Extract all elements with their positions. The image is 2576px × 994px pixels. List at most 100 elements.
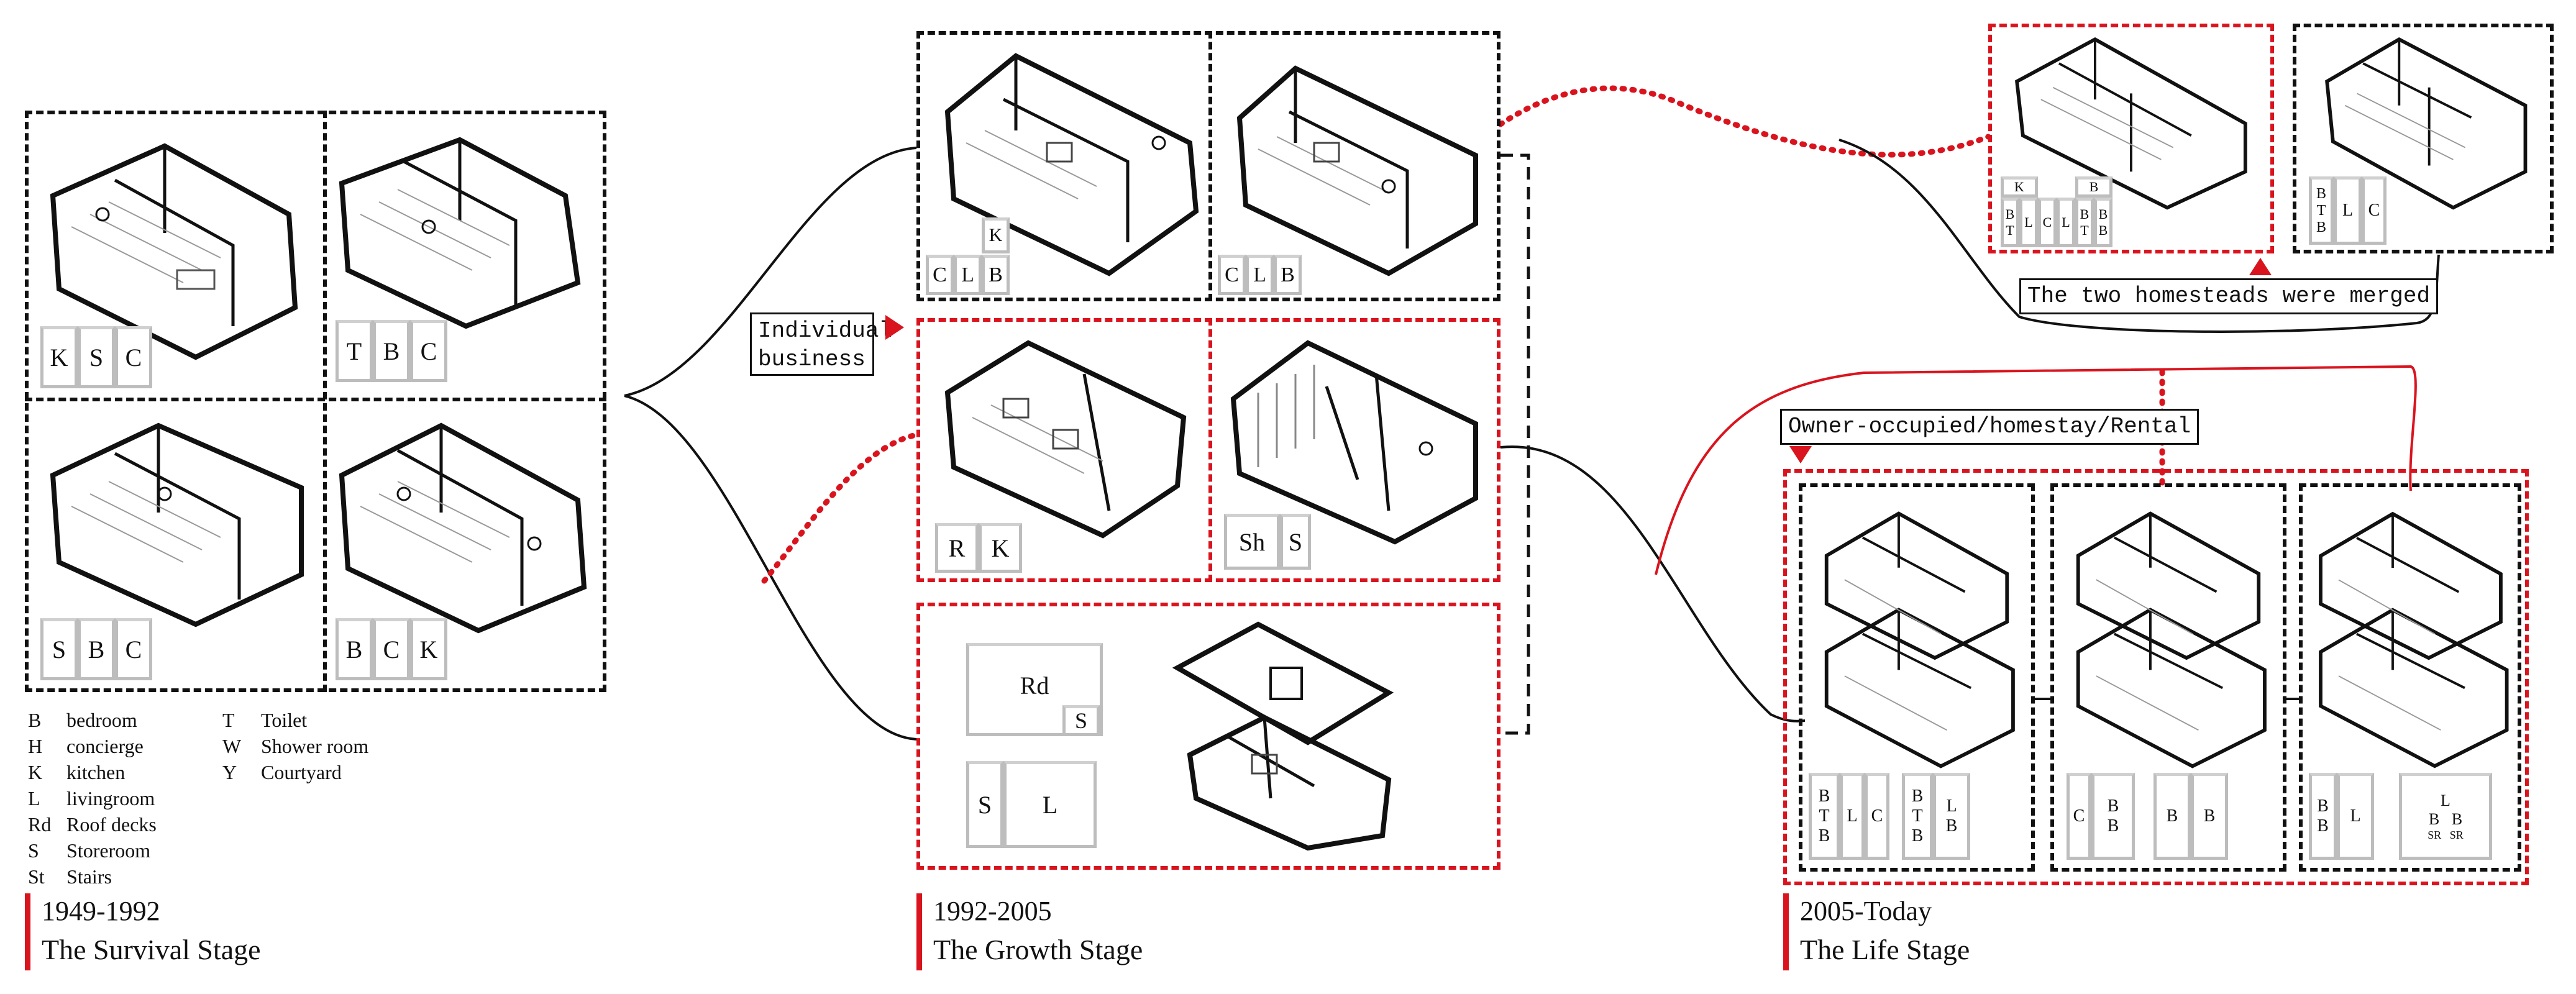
legend-key: K: [28, 761, 43, 783]
room-label: S: [1280, 514, 1311, 570]
room-label: S: [1062, 705, 1100, 736]
red-connector: [1655, 365, 2417, 575]
house-drawing: K S C: [34, 121, 320, 394]
room-label: L: [2337, 773, 2374, 860]
room-letter: B: [2428, 809, 2440, 828]
room-label: B: [2191, 773, 2228, 860]
room-label: C: [2067, 773, 2091, 860]
legend-key: L: [28, 787, 40, 809]
room-letter: B: [2080, 206, 2090, 222]
growth-group-roof: [916, 603, 1500, 870]
legend-key: St: [28, 865, 45, 888]
merged-label: The two homesteads were merged: [2019, 278, 2439, 314]
room-letter-row: B B: [2429, 810, 2462, 829]
room-label: C: [115, 326, 152, 388]
room-label: C: [410, 320, 447, 382]
house-drawing: C L B: [1215, 37, 1497, 298]
house-drawing: S B C: [34, 407, 320, 686]
connector-line: [624, 147, 917, 397]
divider: [1208, 318, 1212, 582]
room-label: B: [982, 255, 1010, 295]
floor-plan: Sh S: [1224, 514, 1311, 570]
legend-value: Roof decks: [66, 813, 157, 836]
room-label: L: [2334, 176, 2362, 245]
divider: [25, 398, 606, 401]
floor-plan: S L: [966, 761, 1097, 848]
room-label: L: [1840, 773, 1865, 860]
room-label: L: [1003, 761, 1097, 848]
room-label: C: [2362, 176, 2386, 245]
house-drawing: Sh S: [1215, 324, 1497, 579]
stage-name: The Survival Stage: [42, 934, 261, 965]
room-label: C: [115, 618, 152, 680]
room-letter: B: [2317, 796, 2329, 816]
isometric-house-drawing: [2076, 511, 2267, 768]
room-letter: B: [2316, 185, 2326, 202]
room-label: K: [979, 523, 1022, 573]
legend-value: Toilet: [261, 709, 308, 731]
isometric-house-drawing: [944, 53, 1199, 276]
survival-group: [25, 111, 606, 692]
room-label: L: [2057, 198, 2075, 247]
room-letter: B: [2107, 796, 2119, 816]
room-letter: B: [1945, 816, 1958, 836]
legend-value: Stairs: [66, 865, 112, 888]
legend-value: livingroom: [66, 787, 155, 809]
room-label: K: [2001, 176, 2038, 198]
owner-occupied-label: Owner-occupied/homestay/Rental: [1780, 409, 2199, 445]
dashed-bracket: [1500, 153, 1530, 735]
divider: [323, 111, 327, 692]
house-drawing: C L B K: [923, 37, 1205, 298]
room-label: S: [966, 761, 1003, 848]
house-drawing: R K: [923, 324, 1205, 579]
isometric-house-drawing: [2325, 37, 2528, 210]
connector-line: [1838, 139, 2440, 333]
room-letter: T: [2316, 202, 2326, 219]
room-letter: T: [2006, 222, 2014, 238]
floor-plan: S B C: [40, 618, 152, 680]
legend-key: B: [28, 709, 42, 731]
room-label: C: [2038, 198, 2057, 247]
room-label: L: [1246, 255, 1274, 295]
isometric-house-drawing: [1236, 65, 1478, 276]
room-label: L B B SR SR: [2399, 773, 2492, 860]
isometric-house-drawing: [1230, 340, 1478, 545]
isometric-house-drawing: [1172, 621, 1394, 851]
room-letter: L: [2441, 791, 2450, 809]
room-letter: B: [1818, 826, 1830, 846]
room-label: C: [373, 618, 410, 680]
floor-plan: T B C: [336, 320, 447, 382]
room-letter: B: [2451, 809, 2463, 828]
legend-value: Courtyard: [261, 761, 342, 783]
dotted-connector: [761, 432, 920, 584]
room-label: C: [1218, 255, 1246, 295]
room-letter: B: [2098, 206, 2108, 222]
room-letter: T: [2080, 222, 2089, 238]
floor-plan: B C K: [336, 618, 447, 680]
room-label: B: [336, 618, 373, 680]
room-label: B: [1274, 255, 1302, 295]
house-drawing: T B C: [329, 121, 603, 394]
house-drawing: Rd S S L: [929, 612, 1488, 860]
room-label: L: [2019, 198, 2038, 247]
isometric-house-drawing: [944, 340, 1187, 539]
individual-business-label: Individual business: [750, 312, 892, 376]
legend-key: W: [222, 735, 242, 757]
red-arrow-icon: [2249, 258, 2272, 275]
